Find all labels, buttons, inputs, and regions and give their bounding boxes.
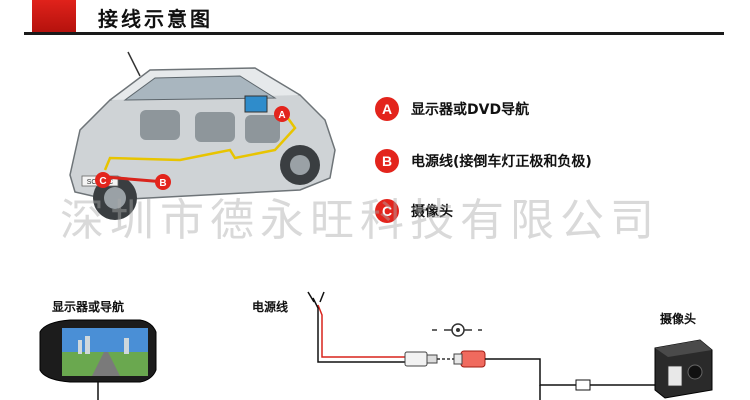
camera-label: 摄像头 xyxy=(660,312,697,326)
car-monitor xyxy=(244,95,268,113)
legend-label-a: 显示器或DVD导航 xyxy=(411,102,530,118)
camera-wire-path xyxy=(103,113,297,171)
legend-label-c: 摄像头 xyxy=(411,204,453,220)
cable-splice xyxy=(575,379,591,391)
power-wire-tip xyxy=(319,291,325,303)
svg-text:B: B xyxy=(159,178,166,189)
page-title: 接线示意图 xyxy=(98,7,213,31)
header-accent-block xyxy=(32,0,76,32)
svg-text:C: C xyxy=(99,176,106,187)
rear-camera xyxy=(654,339,713,399)
car-marker-c: C xyxy=(95,172,111,188)
svg-text:A: A xyxy=(278,110,285,121)
car-wheel xyxy=(290,155,310,175)
legend-item-a: A 显示器或DVD导航 xyxy=(375,96,529,122)
power-wire-red xyxy=(317,304,408,358)
legend-label-b: 电源线(接倒车灯正极和负极) xyxy=(411,154,592,170)
dc-jack-symbol xyxy=(432,323,482,337)
legend-badge-a: A xyxy=(375,97,399,121)
mirror-monitor xyxy=(39,319,157,383)
car-antenna xyxy=(127,51,141,77)
header-bar: 接线示意图 xyxy=(24,0,724,35)
red-connector xyxy=(453,350,486,368)
car-seat xyxy=(195,112,235,142)
car-seat xyxy=(245,115,280,143)
car-seat xyxy=(140,110,180,140)
legend-badge-c: C xyxy=(375,199,399,223)
camera-cable xyxy=(485,358,655,386)
legend-badge-b: B xyxy=(375,149,399,173)
monitor-label: 显示器或导航 xyxy=(52,300,125,314)
car-marker-b: B xyxy=(155,174,171,190)
car-wheel xyxy=(104,187,126,209)
white-connector xyxy=(404,351,438,367)
power-wire-tip xyxy=(307,291,315,303)
car-window xyxy=(123,75,277,101)
power-wire-path xyxy=(104,175,166,184)
power-wire-black xyxy=(312,297,408,363)
car-marker-a: A xyxy=(274,106,290,122)
legend-item-b: B 电源线(接倒车灯正极和负极) xyxy=(375,148,592,174)
power-label: 电源线 xyxy=(252,300,289,314)
legend-item-c: C 摄像头 xyxy=(375,198,453,224)
